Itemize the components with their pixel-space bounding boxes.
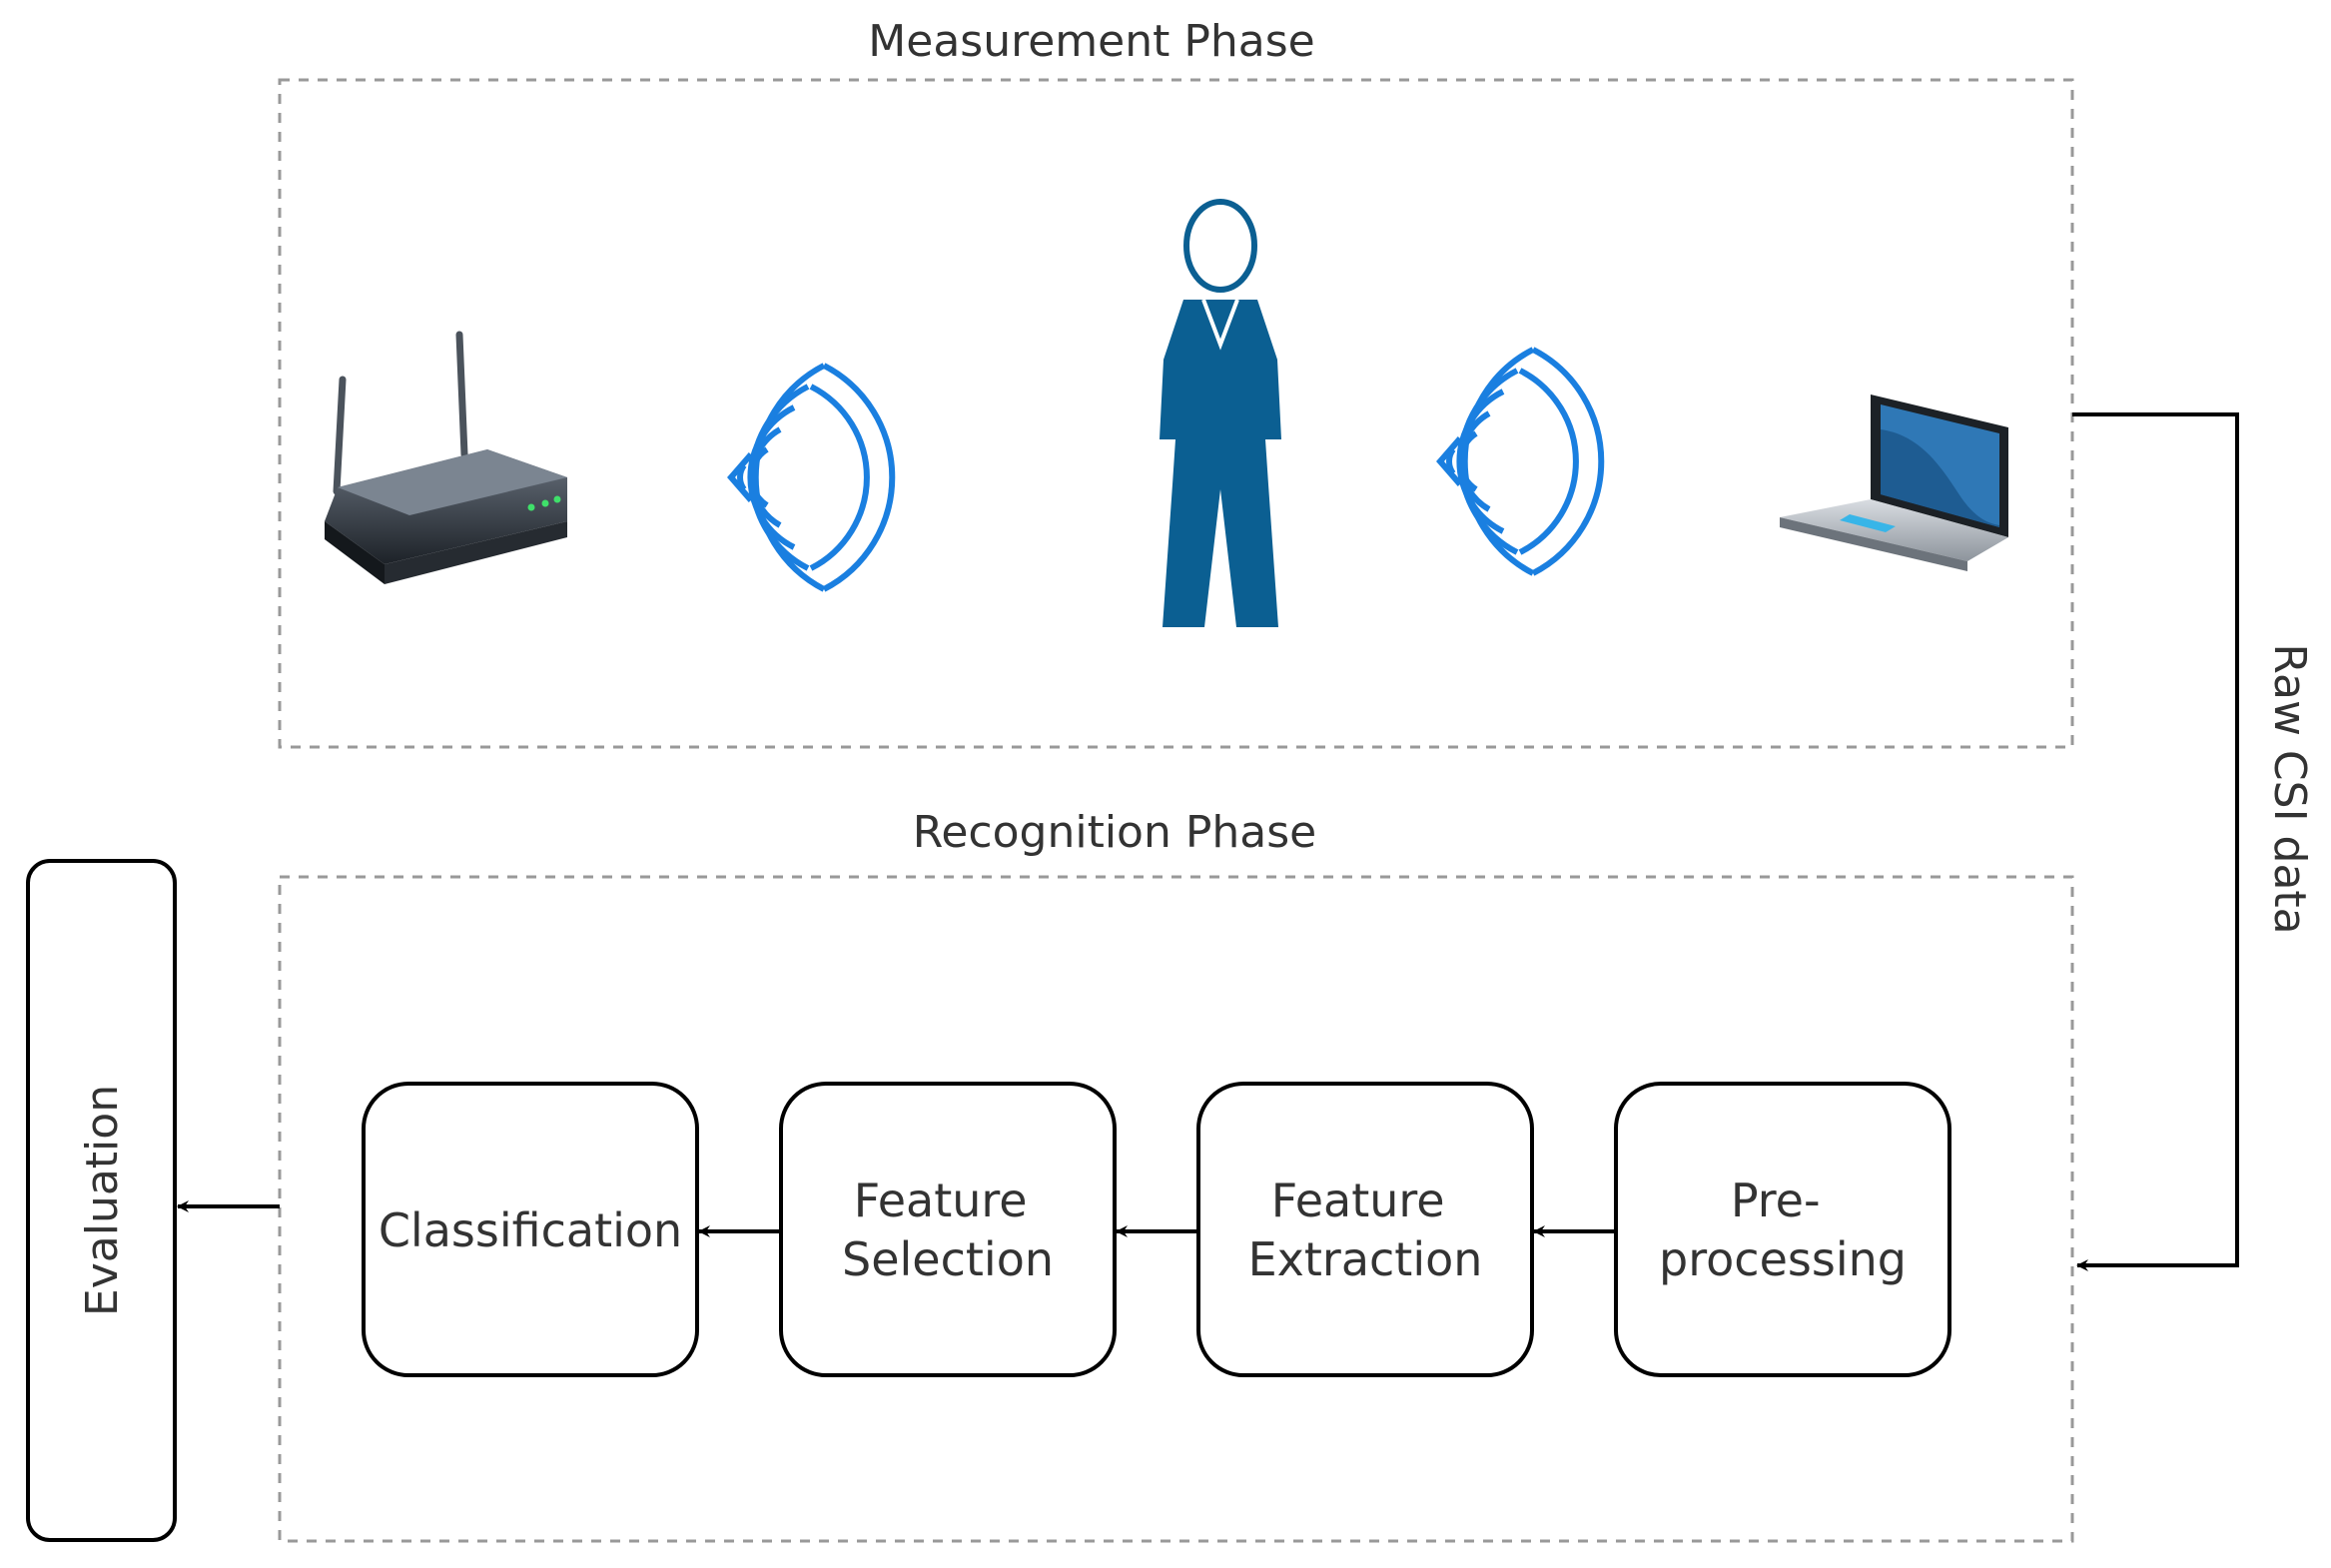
step-classification: Classification xyxy=(362,1082,699,1377)
evaluation-box: Evaluation xyxy=(26,859,177,1542)
raw-csi-data-label: Raw CSI data xyxy=(2264,643,2315,934)
step-feature-selection: Feature Selection xyxy=(779,1082,1117,1377)
step-label: Classification xyxy=(379,1203,682,1257)
person-icon xyxy=(1160,199,1281,627)
laptop-icon xyxy=(1780,394,2008,571)
wifi-signal-icon xyxy=(727,363,896,592)
step-label: Feature Selection xyxy=(842,1174,1054,1286)
router-icon xyxy=(325,331,567,584)
step-label: Pre- processing xyxy=(1659,1174,1907,1286)
measurement-phase-title: Measurement Phase xyxy=(868,16,1314,67)
step-label: Feature Extraction xyxy=(1248,1174,1483,1286)
recognition-phase-box xyxy=(278,875,2074,1543)
wifi-signal-icon xyxy=(1436,347,1605,576)
raw-csi-connector xyxy=(2072,412,2239,1271)
evaluation-label: Evaluation xyxy=(77,1085,128,1316)
recognition-phase-title: Recognition Phase xyxy=(913,807,1316,858)
step-preprocessing: Pre- processing xyxy=(1614,1082,1951,1377)
step-feature-extraction: Feature Extraction xyxy=(1196,1082,1534,1377)
